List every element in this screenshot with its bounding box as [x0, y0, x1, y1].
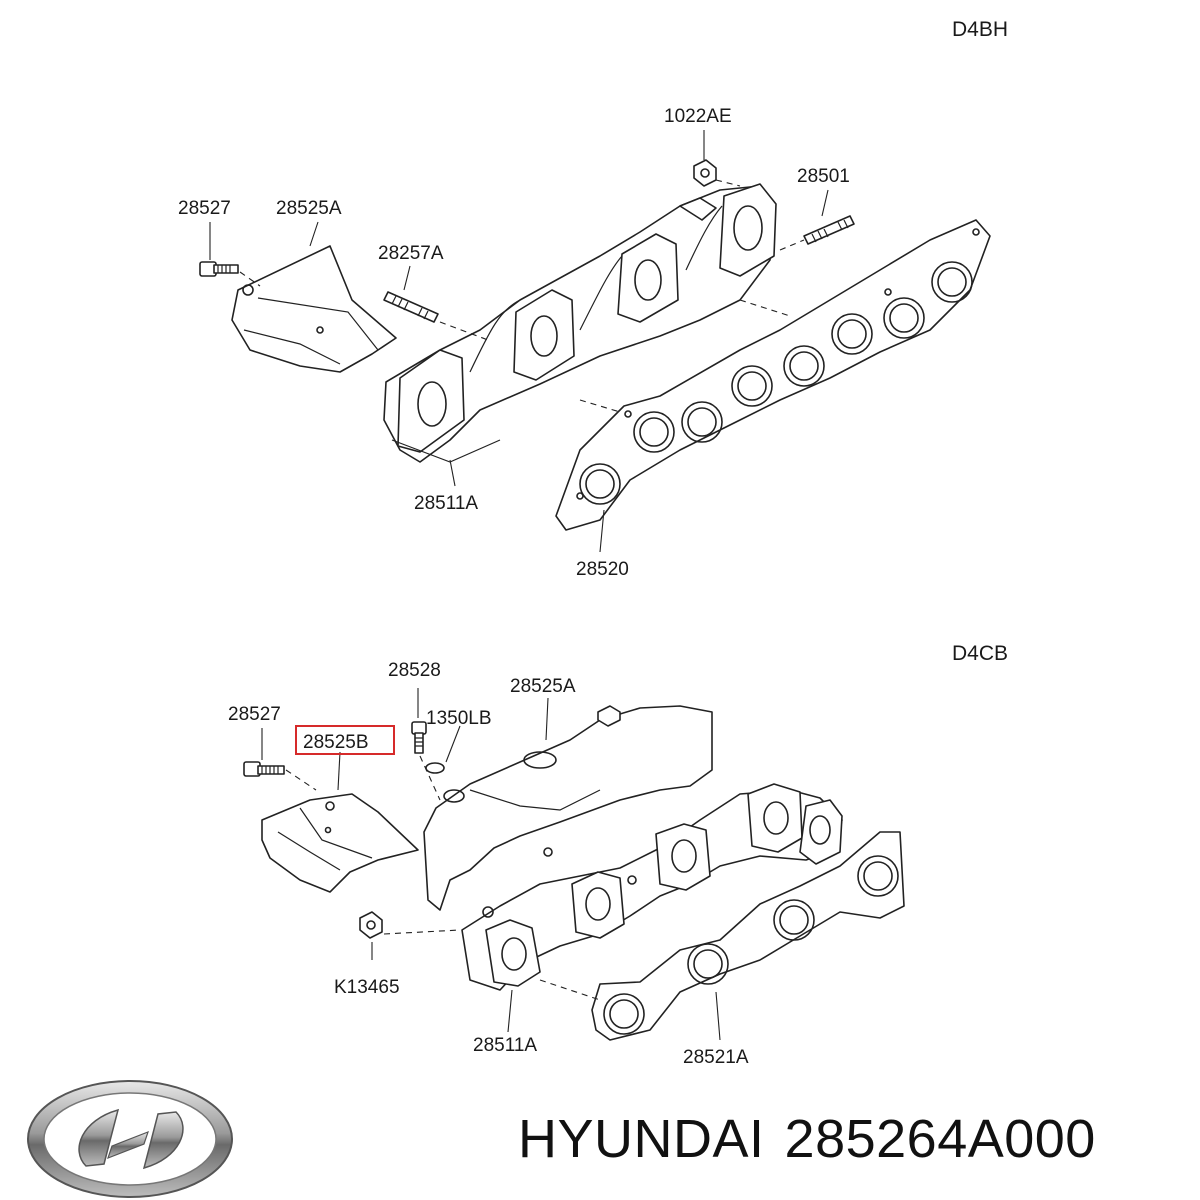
label-bottom-manifold: 28511A — [473, 1035, 537, 1056]
label-top-manifold: 28511A — [414, 493, 478, 514]
bottom-lower-heat-shield — [261, 793, 419, 893]
brand-name: HYUNDAI — [518, 1109, 765, 1169]
top-heat-shield — [231, 245, 397, 373]
label-top-nut: 1022AE — [664, 106, 732, 127]
hyundai-logo-icon — [27, 1080, 233, 1198]
bottom-washer — [425, 762, 445, 774]
bottom-exhaust-manifold — [461, 783, 843, 991]
label-bottom-upper-shield: 28525A — [510, 676, 576, 697]
label-top-stud-right: 28501 — [797, 166, 850, 187]
top-nut — [693, 159, 717, 187]
engine-code-top: D4BH — [952, 18, 1008, 41]
bottom-bolt-left — [243, 761, 285, 777]
bottom-bolt-upper — [411, 721, 427, 754]
label-bottom-nut: K13465 — [334, 977, 400, 998]
top-stud-left — [383, 291, 439, 323]
bottom-nut — [359, 911, 383, 939]
top-exhaust-manifold — [383, 183, 777, 463]
label-top-gasket: 28520 — [576, 559, 629, 580]
label-bottom-bolt-upper: 28528 — [388, 660, 441, 681]
highlight-box — [295, 725, 395, 755]
bottom-upper-heat-shield — [423, 705, 713, 911]
label-bottom-washer: 1350LB — [426, 708, 492, 729]
engine-code-bottom: D4CB — [952, 642, 1008, 665]
part-number: 285264A000 — [784, 1109, 1096, 1169]
top-bolt — [199, 261, 239, 277]
label-top-bolt: 28527 — [178, 198, 231, 219]
label-bottom-bolt-left: 28527 — [228, 704, 281, 725]
bottom-gasket — [591, 831, 905, 1041]
label-bottom-gasket: 28521A — [683, 1047, 749, 1068]
top-gasket — [555, 219, 991, 531]
label-top-heat-shield: 28525A — [276, 198, 342, 219]
part-caption: HYUNDAI 285264A000 — [518, 1108, 1116, 1170]
top-stud-right — [803, 215, 855, 245]
label-bottom-highlighted-part: 28525B — [303, 732, 369, 753]
label-top-stud-left: 28257A — [378, 243, 444, 264]
